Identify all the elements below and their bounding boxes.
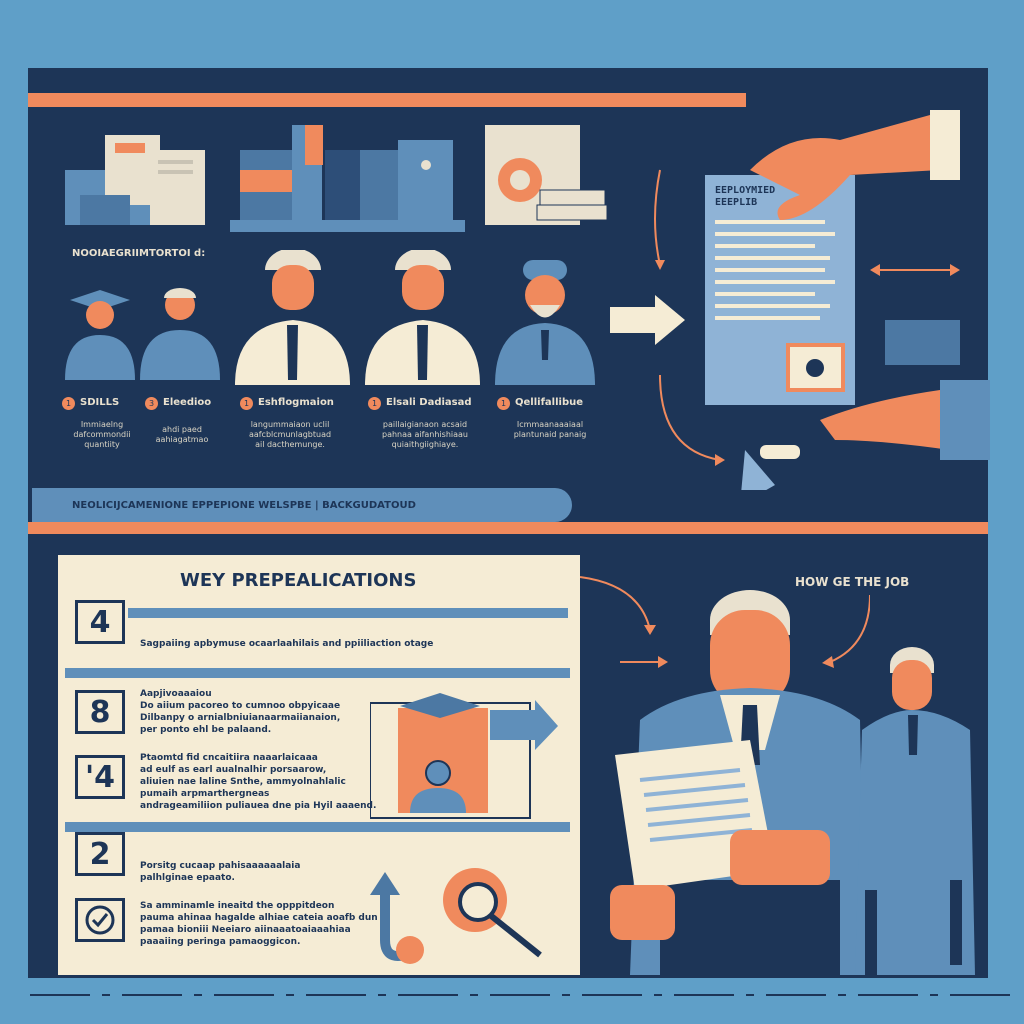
text-line: ad eulf as earl aualnalhir porsaarow,	[140, 765, 327, 775]
arrow-right-icon	[610, 295, 685, 345]
number-badge: 1	[62, 397, 75, 410]
person-label-text: SDILLS	[80, 397, 120, 408]
person-desc-5: Icmmaanaaaiaal plantunaid panaig	[500, 420, 600, 440]
person-professional-2-icon	[365, 250, 480, 385]
person-professional-1-icon	[235, 250, 350, 385]
desc-line: plantunaid panaig	[513, 430, 587, 439]
desc-line: ahdi paed	[162, 425, 202, 434]
text-line: paaaiing peringa pamaoggicon.	[140, 937, 301, 947]
text-line: pauma ahinaa hagalde alhiae cateia aoafb…	[140, 913, 378, 923]
desc-line: langummaiaon uclil	[250, 420, 330, 429]
person-student-icon	[140, 288, 220, 380]
person-desc-2: ahdi paed aahiagatmao	[142, 425, 222, 445]
text-line: per ponto ehl be palaand.	[140, 725, 272, 735]
person-desc-1: Immiaelng dafcommondii quantiity	[62, 420, 142, 450]
desc-line: aafcblcmunlagbtuad	[248, 430, 332, 439]
step-number-4: 2	[75, 832, 125, 876]
job-candidate-illustration	[610, 590, 975, 975]
desc-line: aahiagatmao	[155, 435, 209, 444]
person-label-text: Eleedioo	[163, 397, 212, 408]
employment-document-illustration	[654, 110, 990, 490]
step-5-text: Sa amminamle ineaitd the opppitdeon paum…	[140, 900, 378, 948]
text-line: Porsitg cucaap pahisaaaaaalaia	[140, 861, 301, 871]
checkmark-badge-icon	[85, 905, 115, 935]
magnifying-glass-icon	[370, 868, 542, 964]
desc-line: paillaigianaon acsaid	[382, 420, 468, 429]
desc-line: quantiity	[84, 440, 120, 449]
step-number-1: 4	[75, 600, 125, 644]
top-accent-bar	[28, 93, 746, 107]
number-badge: 1	[240, 397, 253, 410]
person-elder-icon	[495, 260, 595, 385]
desc-line: quiaithgiighiaye.	[391, 440, 459, 449]
step-number-2: 8	[75, 690, 125, 734]
step-3-text: Ptaomtd fid cncaitiira naaarlaicaaa ad e…	[140, 752, 376, 812]
step-4-text: Porsitg cucaap pahisaaaaaalaia palhlgina…	[140, 860, 300, 884]
mid-accent-bar	[28, 522, 988, 534]
step-divider	[65, 668, 570, 678]
text-line: pumaih arpmarthergneas	[140, 789, 270, 799]
person-graduate-icon	[65, 290, 135, 380]
card-title: WEY PREPEALICATIONS	[180, 570, 417, 591]
text-line: Sa amminamle ineaitd the opppitdeon	[140, 901, 335, 911]
desc-line: ail dacthemunge.	[255, 440, 325, 449]
step-divider	[65, 822, 570, 832]
desc-line: dafcommondii	[73, 430, 131, 439]
text-line: palhlginae epaato.	[140, 873, 235, 883]
text-line: Do aiium pacoreo to cumnoo obpyicaae	[140, 701, 341, 711]
text-line: Dilbanpy o arnialbniuianaarmaiianaion,	[140, 713, 341, 723]
step-2-text: Do aiium pacoreo to cumnoo obpyicaae Dil…	[140, 700, 340, 736]
top-header-label: NOOIAEGRIIMTORTOI d:	[72, 248, 206, 259]
document-clock-illustration	[485, 125, 608, 225]
desc-line: Immiaelng	[80, 420, 124, 429]
step-number-3: '4	[75, 755, 125, 799]
number-badge: 3	[145, 397, 158, 410]
bookshelf-illustration	[230, 125, 465, 232]
document-title-line: EEPLOYMIED	[715, 185, 776, 196]
step-1-text: Sagpaiing apbymuse ocaarlaahilais and pp…	[140, 639, 434, 649]
section-banner-text: NEOLICIJCAMENIONE EPPEPIONE WELSPBE | BA…	[72, 499, 416, 511]
text-line: andrageamiliion puliauea dne pia Hyil aa…	[140, 801, 377, 811]
text-line: Ptaomtd fid cncaitiira naaarlaicaaa	[140, 753, 318, 763]
dashed-footer-line	[30, 994, 1020, 996]
section-banner: NEOLICIJCAMENIONE EPPEPIONE WELSPBE | BA…	[32, 488, 572, 522]
person-label-text: Elsali Dadiasad	[386, 397, 472, 408]
text-line: pamaa bioniii Neeiaro aiinaaatoaiaaahiaa	[140, 925, 351, 935]
person-desc-4: paillaigianaon acsaid pahnaa aifanhishia…	[370, 420, 480, 450]
text-line: aliuien nae laline Snthe, ammyolnahlalic	[140, 777, 346, 787]
step-number-5	[75, 898, 125, 942]
people-row	[55, 245, 615, 475]
person-label-text: Qellifallibue	[515, 397, 584, 408]
arrow-to-person-icon	[580, 576, 870, 668]
how-get-job-label: HOW GE THE JOB	[795, 575, 910, 589]
desc-line: pahnaa aifanhishiaau	[381, 430, 468, 439]
number-badge: 1	[368, 397, 381, 410]
number-badge: 1	[497, 397, 510, 410]
person-desc-3: langummaiaon uclil aafcblcmunlagbtuad ai…	[240, 420, 340, 450]
office-supplies-illustration	[65, 135, 205, 225]
graduate-profile-illustration	[370, 693, 558, 819]
step-2-heading: Aapjivoaaaiou	[140, 689, 212, 699]
document-title: EEPLOYMIED EEEPLIB	[715, 185, 775, 209]
document-title-line: EEEPLIB	[715, 197, 758, 208]
step-divider	[128, 608, 568, 618]
person-label-text: Eshflogmaion	[258, 397, 334, 408]
desc-line: Icmmaanaaaiaal	[516, 420, 584, 429]
